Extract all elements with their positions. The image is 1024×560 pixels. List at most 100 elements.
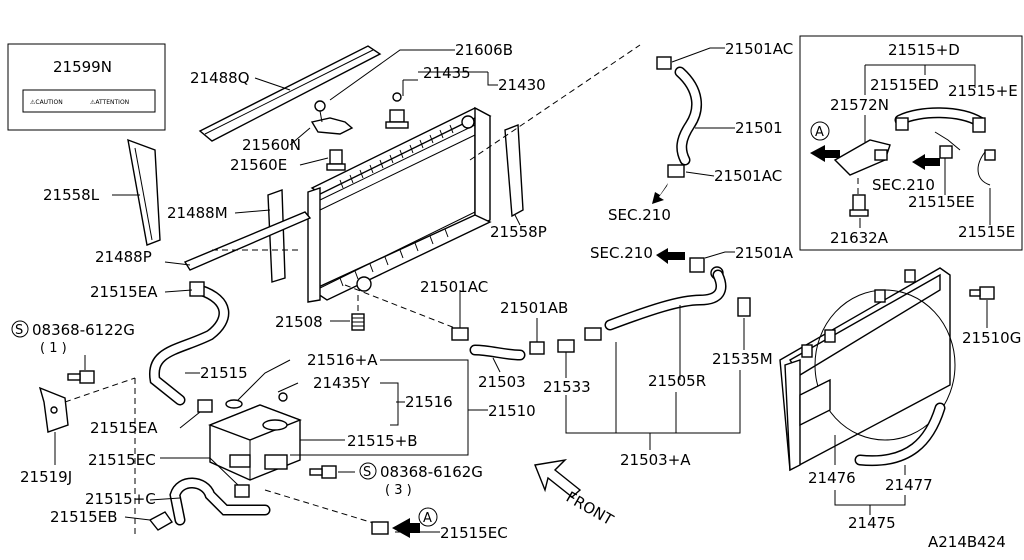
label-21488P: 21488P [95, 248, 152, 266]
sec210-label-a: SEC.210 [608, 206, 671, 224]
label-21501AC-mid: 21501AC [714, 167, 782, 185]
reference-code: A214B424 [928, 533, 1006, 551]
inset-clamp-21515EE-icon [939, 145, 953, 159]
inset-clamp-right-icon [972, 117, 986, 133]
label-21430: 21430 [498, 76, 546, 94]
front-arrow-icon [534, 458, 582, 498]
inset-label-21515E: 21515E [958, 223, 1015, 241]
label-21515EB: 21515EB [50, 508, 118, 526]
clamp-21501AB-icon [529, 341, 545, 355]
radiator-core [307, 106, 492, 303]
clamp-21501AC-mid-icon [667, 164, 685, 178]
label-21488Q: 21488Q [190, 69, 250, 87]
label-21558P: 21558P [490, 223, 547, 241]
screw-symbol-bottom: S [359, 462, 377, 480]
sec210-arrow-b-icon [656, 248, 685, 264]
inset-sec210-label: SEC.210 [872, 176, 935, 194]
callout-letter-bottom: A [423, 511, 432, 526]
radiator-cap-icon [385, 109, 409, 129]
label-21515EA-bottom: 21515EA [90, 419, 158, 437]
screw-symbol-top: S [11, 320, 29, 338]
clamp-21515EC-bottom-icon [371, 521, 389, 535]
label-21515C: 21515+C [85, 490, 156, 508]
inset-label-21515EE: 21515EE [908, 193, 975, 211]
air-guide-21558L [127, 138, 161, 246]
clamp-21515EA-bottom-icon [197, 399, 213, 413]
air-guide-21558P [504, 124, 524, 218]
seal-21488Q [198, 45, 382, 142]
drain-plug-21508-icon [351, 313, 365, 331]
inset-sec210-arrow-icon [912, 154, 940, 170]
label-21435Y: 21435Y [313, 374, 371, 392]
label-21560N: 21560N [242, 136, 301, 154]
inset-label-21515E-plus: 21515+E [948, 82, 1018, 100]
inset-label-21632A: 21632A [830, 229, 889, 247]
caution-label-part: 21599N ⚠CAUTION ⚠ATTENTION [7, 43, 166, 131]
label-21533: 21533 [543, 378, 591, 396]
inset-arrow-a-icon [810, 145, 840, 162]
label-08368-6122G-qty: ( 1 ) [40, 341, 67, 356]
label-21501AB: 21501AB [500, 299, 568, 317]
label-21476: 21476 [808, 469, 856, 487]
bolt-21510G-icon [969, 286, 995, 300]
label-21515EA-top: 21515EA [90, 283, 158, 301]
label-21501AC-low: 21501AC [420, 278, 488, 296]
label-21515EC-left: 21515EC [88, 451, 156, 469]
inset-label-21515ED: 21515ED [870, 76, 939, 94]
clip-21515EB-icon [148, 511, 174, 531]
label-21501AC-top: 21501AC [725, 40, 793, 58]
label-21508: 21508 [275, 313, 323, 331]
label-08368-6162G-qty: ( 3 ) [385, 483, 412, 498]
label-21435-top: 21435 [423, 64, 471, 82]
arrow-to-a-icon [392, 518, 420, 538]
screw-symbol-s-top: S [15, 323, 23, 338]
sec210-arrow-a-icon [652, 183, 668, 204]
reservoir-tank-21510 [208, 399, 302, 481]
screw-symbol-s-bottom: S [363, 465, 371, 480]
label-21599N: 21599N [53, 58, 112, 76]
callout-a-inset: A [810, 121, 830, 141]
label-21558L: 21558L [43, 186, 100, 204]
label-21475: 21475 [848, 514, 896, 532]
label-21503A: 21503+A [620, 451, 691, 469]
label-21516A: 21516+A [307, 351, 378, 369]
label-21606B: 21606B [455, 41, 513, 59]
label-21560E: 21560E [230, 156, 287, 174]
label-21505R: 21505R [648, 372, 706, 390]
callout-a-bottom: A [418, 507, 438, 527]
clamp-21515EC-icon [234, 484, 250, 498]
caution-text-left: ⚠CAUTION [30, 99, 63, 106]
inset-label-21572N: 21572N [830, 96, 889, 114]
label-08368-6122G: 08368-6122G [32, 321, 135, 339]
callout-letter-inset: A [815, 125, 824, 140]
inset-detail-box: 21515+D 21515ED 21515+E 21572N A SEC.210… [799, 35, 1023, 251]
fan-shroud-21476 [779, 267, 956, 472]
seal-21488M [267, 189, 286, 283]
label-21510G: 21510G [962, 329, 1021, 347]
label-08368-6162G: 08368-6162G [380, 463, 483, 481]
hose-21535M-icon [737, 297, 751, 317]
bracket-21560N-icon [310, 100, 354, 135]
bolt-icon-6162G [309, 465, 337, 479]
mount-21560E-icon [326, 149, 346, 171]
label-21519J: 21519J [20, 468, 72, 486]
clamp-21501AC-low-icon [451, 327, 469, 341]
seal-21435Y-icon [278, 392, 288, 402]
caution-text-right: ⚠ATTENTION [90, 99, 129, 106]
label-21535M: 21535M [712, 350, 773, 368]
label-21515B: 21515+B [347, 432, 418, 450]
label-21515EC-bottom: 21515EC [440, 524, 508, 542]
label-21515: 21515 [200, 364, 248, 382]
label-21501A: 21501A [735, 244, 794, 262]
inset-label-21515D: 21515+D [888, 41, 960, 59]
front-label: FRONT [563, 488, 617, 530]
label-21503: 21503 [478, 373, 526, 391]
label-21510: 21510 [488, 402, 536, 420]
bolt-icon-6122G [67, 370, 95, 384]
clamp-21505R-icon [584, 327, 602, 341]
clamp-21515EA-top-icon [189, 281, 205, 297]
cap-seal-icon [392, 92, 402, 102]
inset-clamp-icon [895, 117, 909, 131]
label-21477: 21477 [885, 476, 933, 494]
